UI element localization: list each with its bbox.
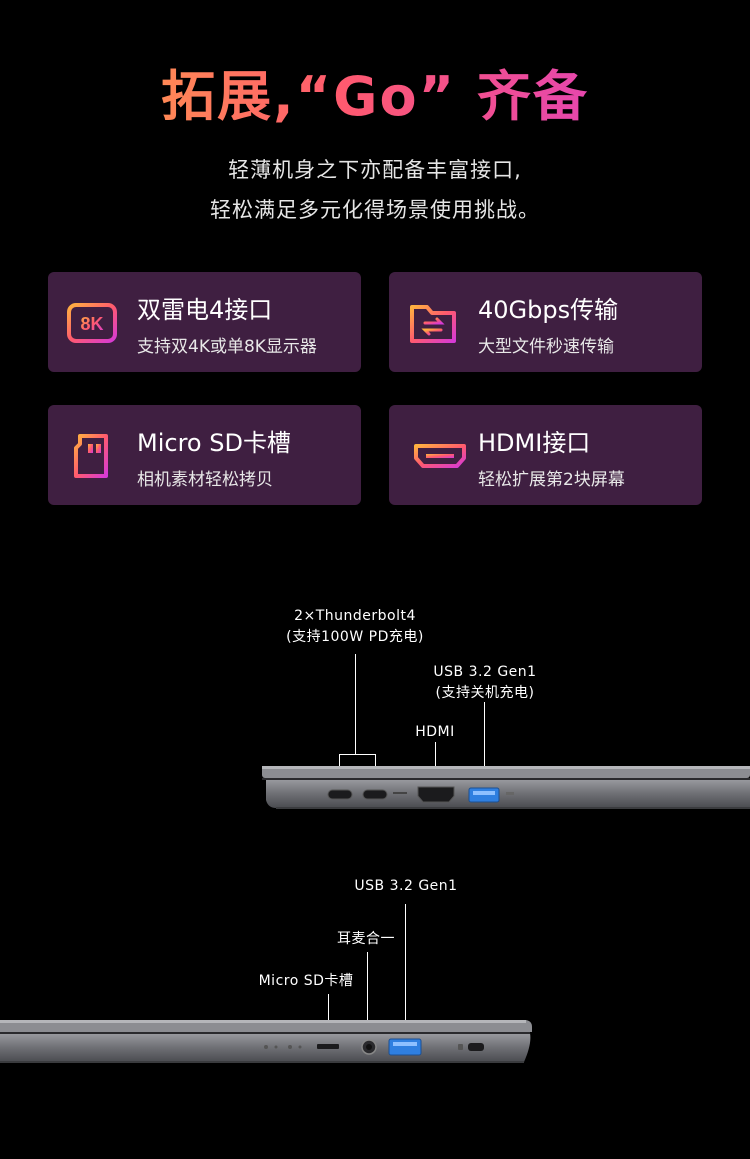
sd-card-slot <box>317 1044 339 1049</box>
hdmi-icon <box>414 444 466 468</box>
feature-title: HDMI接口 <box>478 429 591 457</box>
svg-text:8K: 8K <box>80 314 103 334</box>
feature-desc: 轻松扩展第2块屏幕 <box>478 470 625 490</box>
usb-sublabel-left: (支持关机充电) <box>435 685 535 701</box>
audio-jack <box>361 1039 377 1055</box>
thunderbolt-bracket <box>339 754 376 755</box>
page-title: 拓展,“Go” 齐备 <box>0 52 750 131</box>
feature-card-sd: Micro SD卡槽 相机素材轻松拷贝 <box>48 405 361 505</box>
folder-transfer-icon <box>410 305 456 343</box>
sd-card-icon <box>74 434 108 478</box>
lock-slot <box>458 1043 484 1051</box>
usb-leader-left <box>484 702 485 784</box>
sd-leader <box>328 994 329 1032</box>
hdmi-port <box>417 786 455 803</box>
subtitle-line-2: 轻松满足多元化得场景使用挑战。 <box>210 198 540 222</box>
feature-title: 双雷电4接口 <box>137 296 273 324</box>
laptop-right-side <box>0 1020 532 1063</box>
audio-leader <box>367 952 368 1032</box>
usb-c-port-1 <box>327 789 353 800</box>
laptop-left-side <box>262 766 750 809</box>
feature-card-transfer: 40Gbps传输 大型文件秒速传输 <box>389 272 702 372</box>
audio-label: 耳麦合一 <box>337 931 395 947</box>
feature-desc: 支持双4K或单8K显示器 <box>137 337 317 357</box>
usb-c-port-2 <box>362 789 388 800</box>
hdmi-leader <box>435 742 436 784</box>
thunderbolt-label: 2×Thunderbolt4 <box>294 608 416 624</box>
usb-label-right: USB 3.2 Gen1 <box>354 878 458 894</box>
usb-leader-right <box>405 904 406 1028</box>
8k-icon: 8K <box>67 303 117 343</box>
feature-card-thunderbolt: 8K 双雷电4接口 支持双4K或单8K显示器 <box>48 272 361 372</box>
thunderbolt-sublabel: (支持100W PD充电) <box>286 629 424 645</box>
usb-label-left: USB 3.2 Gen1 <box>433 664 537 680</box>
sd-label: Micro SD卡槽 <box>258 973 354 989</box>
usb-a-port-left <box>468 787 500 803</box>
usb-a-port-right <box>388 1038 422 1056</box>
thunderbolt-leader <box>355 654 356 754</box>
feature-card-hdmi: HDMI接口 轻松扩展第2块屏幕 <box>389 405 702 505</box>
feature-title: Micro SD卡槽 <box>137 429 291 457</box>
feature-desc: 相机素材轻松拷贝 <box>137 470 273 490</box>
feature-title: 40Gbps传输 <box>478 296 619 324</box>
feature-desc: 大型文件秒速传输 <box>478 337 614 357</box>
subtitle-line-1: 轻薄机身之下亦配备丰富接口, <box>228 158 522 182</box>
hdmi-label: HDMI <box>415 724 455 740</box>
indicator-lights <box>264 1045 302 1049</box>
